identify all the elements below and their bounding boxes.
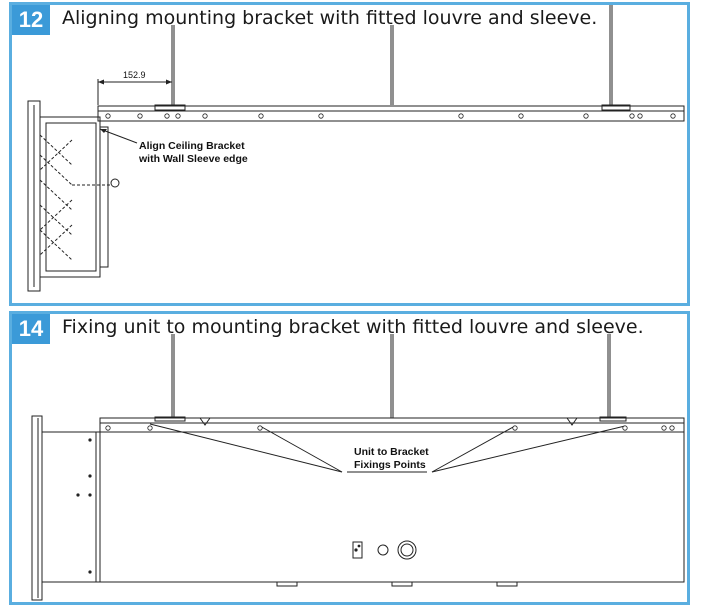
indicator-light-icon (377, 544, 389, 556)
callout-text-line2: Fixings Points (354, 459, 426, 471)
callout-leader (149, 423, 343, 473)
dimension-label: 152.9 (123, 70, 146, 80)
callout-text-line1: Unit to Bracket (354, 446, 429, 458)
callout-text-line1: Align Ceiling Bracket (139, 140, 245, 152)
callout-leader (99, 128, 138, 144)
step-14-panel: Unit to Bracket Fixings Points 14 Fixing… (9, 311, 690, 605)
step-number-badge: 12 (12, 5, 50, 35)
step-12-drawing: 152.9 Align Ceiling Bracket with Wall Sl… (27, 5, 685, 292)
callout-text-line2: with Wall Sleeve edge (138, 153, 248, 165)
mounting-bracket (99, 417, 685, 433)
mounting-bracket (97, 105, 685, 122)
wall-sleeve (41, 431, 101, 583)
step-12-panel: 152.9 Align Ceiling Bracket with Wall Sl… (9, 2, 690, 306)
cable-gland-icon (397, 540, 417, 560)
wall-sleeve (39, 116, 101, 278)
switch-icon (352, 541, 363, 559)
louvre-frame (31, 415, 43, 601)
step-title: Aligning mounting bracket with fitted lo… (62, 7, 598, 29)
step-title: Fixing unit to mounting bracket with fit… (62, 316, 644, 338)
step-number-badge: 14 (12, 314, 50, 344)
step-14-drawing: Unit to Bracket Fixings Points (31, 334, 685, 601)
